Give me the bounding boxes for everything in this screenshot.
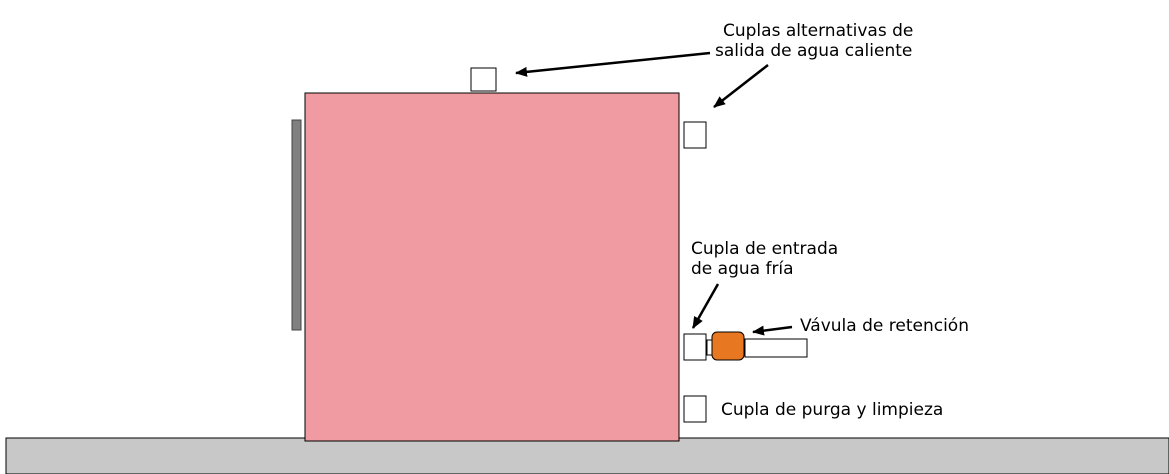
inlet-pipe: [744, 338, 808, 358]
label-cold-inlet-line2: de agua fría: [691, 259, 794, 279]
side-hot-outlet-coupling: [683, 121, 707, 149]
floor: [5, 437, 1169, 474]
cold-inlet-coupling: [683, 333, 707, 361]
label-hot-outlet-line2: salida de agua caliente: [715, 41, 912, 61]
label-hot-outlet-line1: Cuplas alternativas de: [723, 21, 913, 41]
purge-coupling: [683, 395, 707, 423]
arrow-to-cold-inlet: [691, 283, 720, 329]
label-cold-inlet-line1: Cupla de entrada: [691, 239, 838, 259]
check-valve: [711, 331, 745, 361]
valve-connector: [706, 339, 713, 356]
label-check-valve: Vávula de retención: [800, 316, 969, 336]
side-panel: [291, 119, 302, 331]
arrow-to-side-outlet: [713, 64, 769, 108]
arrow-to-top-outlet: [515, 51, 711, 77]
tank-body: [304, 92, 680, 442]
arrow-to-check-valve: [752, 325, 793, 336]
label-purge: Cupla de purga y limpieza: [721, 400, 943, 420]
top-hot-outlet-coupling: [470, 67, 497, 92]
